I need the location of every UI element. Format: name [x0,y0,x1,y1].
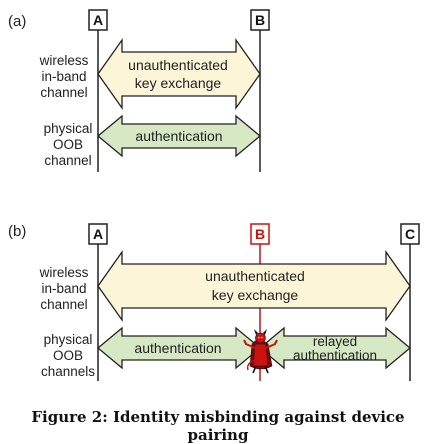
node-c-box [400,223,420,245]
node-a-label: A [93,12,103,28]
wireless-channel-label: wireless in-band channel [39,265,89,312]
panel-a-label: (a) [8,13,26,30]
physical-label-line: physical [44,121,93,136]
physical-channel-label: physical OOB channel [44,121,93,168]
exchange-text-line: unauthenticated [205,268,305,284]
auth-text: authentication [135,128,222,144]
node-a-label: A [93,226,103,242]
node-b-box-attacker [250,223,270,245]
wireless-label-line: wireless [39,53,89,68]
panel-a: (a) A B wireless in-band channel physica… [8,9,270,172]
exchange-arrow [97,37,261,111]
physical-channels-label: physical OOB channels [41,332,95,379]
wireless-channel-label: wireless in-band channel [39,53,89,100]
auth-text: authentication [134,340,221,356]
physical-label-line: OOB [53,137,83,152]
wireless-label-line: in-band [41,281,86,296]
wireless-label-line: channel [40,85,87,100]
figure-canvas: (a) A B wireless in-band channel physica… [8,9,420,444]
physical-label-line: channel [44,153,91,168]
figure-caption: Figure 2: Identity misbinding against de… [31,408,405,444]
exchange-arrow [97,249,411,323]
auth-arrow [96,114,262,158]
physical-label-line: physical [44,332,93,347]
wireless-label-line: in-band [41,69,86,84]
exchange-text-line: key exchange [135,75,222,91]
node-a-box [88,9,108,31]
devil-icon [243,329,278,374]
relayed-auth-arrow [258,326,412,370]
diagram-svg: (a) A B wireless in-band channel physica… [8,9,420,381]
wireless-label-line: channel [40,297,87,312]
node-b-box [250,9,270,31]
relayed-text-line: relayed [313,334,357,349]
relayed-text-line: authentication [293,348,377,363]
panel-b: (b) A B C wireless in-band channel physi… [8,223,420,381]
panel-b-label: (b) [8,223,26,240]
physical-label-line: OOB [53,348,83,363]
node-b-label: B [255,226,265,242]
node-b-label: B [255,12,265,28]
node-c-label: C [405,226,415,242]
exchange-text-line: key exchange [212,287,299,303]
node-a-box [88,223,108,245]
physical-label-line: channels [41,364,95,379]
exchange-text-line: unauthenticated [128,57,228,73]
wireless-label-line: wireless [39,265,89,280]
